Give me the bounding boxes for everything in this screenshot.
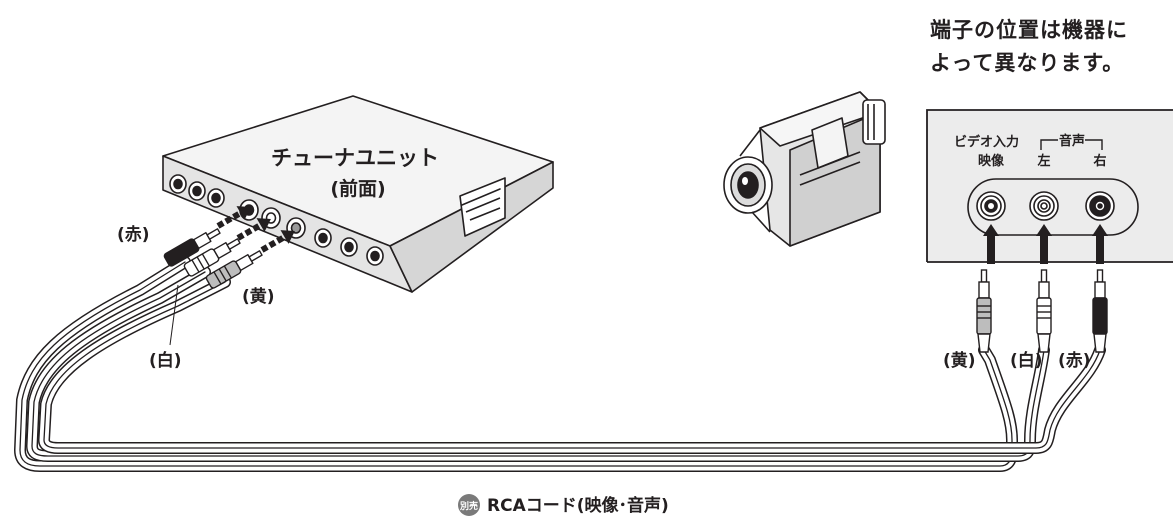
panel-label-left: 左 bbox=[1037, 153, 1050, 169]
device-jack-audio-left bbox=[1029, 191, 1059, 221]
label-yellow-left: (黄) bbox=[242, 286, 275, 307]
tuner-front-label: (前面) bbox=[330, 177, 385, 200]
side-connector-housing bbox=[459, 177, 506, 237]
cable-caption: 別売 RCAコード(映像･音声) bbox=[458, 494, 669, 516]
label-red-right: (赤) bbox=[1058, 350, 1091, 371]
label-yellow-right: (黄) bbox=[943, 350, 976, 371]
device-jack-audio-right bbox=[1085, 191, 1115, 221]
audio-group-bracket bbox=[1040, 139, 1103, 150]
right-plugs bbox=[976, 269, 1108, 353]
plug-white-left bbox=[183, 238, 241, 277]
device-jack-video bbox=[976, 191, 1006, 221]
terminal-position-note: 端子の位置は機器に よって異なります。 bbox=[930, 14, 1170, 80]
label-red-left: (赤) bbox=[117, 224, 150, 245]
tuner-name: チューナユニット bbox=[271, 146, 439, 170]
label-white-left: (白) bbox=[149, 350, 182, 371]
insert-arrows-tuner bbox=[216, 206, 295, 253]
label-white-right: (白) bbox=[1010, 350, 1043, 371]
device-jack-panel: ビデオ入力 音声 映像 左 右 bbox=[926, 109, 1173, 263]
white-plug-leader-line bbox=[169, 284, 179, 346]
note-line-2: よって異なります。 bbox=[930, 51, 1125, 75]
camcorder-icon bbox=[723, 91, 886, 247]
insert-arrows-device bbox=[983, 224, 1108, 264]
panel-label-video-in: ビデオ入力 bbox=[954, 134, 1019, 150]
panel-label-video: 映像 bbox=[978, 153, 1005, 169]
plug-yellow-left bbox=[205, 250, 263, 289]
plug-red-right bbox=[1092, 269, 1108, 353]
rca-cable-bundle bbox=[14, 256, 1106, 472]
left-plugs bbox=[163, 228, 263, 289]
panel-label-right: 右 bbox=[1092, 153, 1106, 169]
sold-separately-badge-text: 別売 bbox=[459, 500, 478, 512]
plug-yellow-right bbox=[976, 269, 992, 353]
sold-separately-badge bbox=[458, 494, 480, 516]
plug-red-left bbox=[163, 228, 221, 267]
note-line-1: 端子の位置は機器に bbox=[930, 18, 1128, 42]
plug-white-right bbox=[1036, 269, 1052, 353]
panel-label-audio: 音声 bbox=[1059, 133, 1085, 149]
cable-name: RCAコード(映像･音声) bbox=[487, 495, 669, 516]
